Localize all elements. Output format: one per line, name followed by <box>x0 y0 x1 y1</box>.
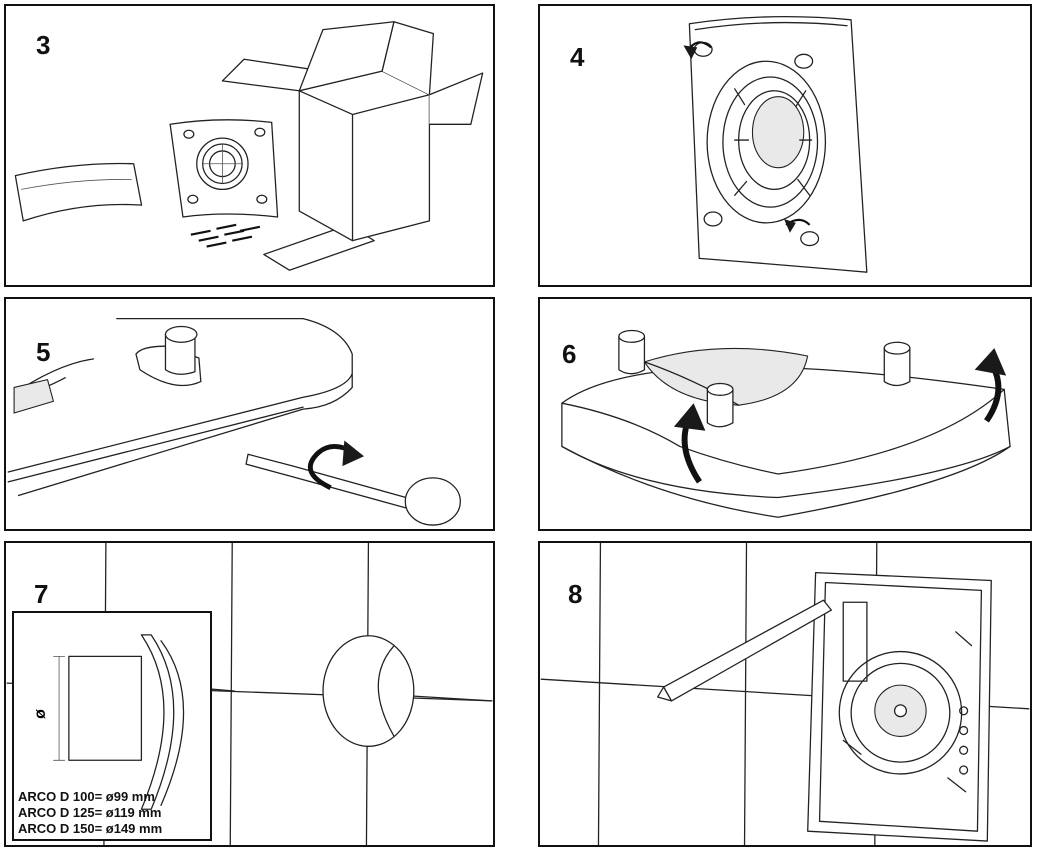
rotate-arrow-icon <box>307 440 365 490</box>
step-number: 6 <box>562 339 577 369</box>
step-7-panel: 7 ø ARCO D 100= ø99 mm ARCO D 125= ø119 … <box>4 541 495 847</box>
screwdriver-illustration <box>7 318 461 526</box>
step-3-panel: 3 <box>4 4 495 287</box>
step-4-panel: 4 <box>538 4 1032 287</box>
step-6-panel: 6 <box>538 297 1032 531</box>
fan-side-profile <box>53 634 185 810</box>
fan-base-unit <box>807 571 992 842</box>
step-number: 8 <box>568 579 583 609</box>
lift-cover-illustration <box>561 329 1011 518</box>
mark-holes-illustration <box>540 543 1030 845</box>
spec-arco-d150: ARCO D 150= ø149 mm <box>18 821 163 836</box>
spec-arco-d125: ARCO D 125= ø119 mm <box>18 805 162 820</box>
unboxing-illustration <box>14 21 484 271</box>
wall-tiles <box>540 543 1030 845</box>
lift-arrow-icon <box>673 348 1007 484</box>
pencil <box>657 599 833 702</box>
screw-posts <box>618 329 911 428</box>
wall-hole <box>322 635 415 747</box>
spec-arco-d100: ARCO D 100= ø99 mm <box>18 789 155 804</box>
step-number: 4 <box>570 42 585 72</box>
screw-posts <box>693 41 820 247</box>
step-5-panel: 5 <box>4 297 495 531</box>
step-number: 3 <box>36 30 51 60</box>
dimension-inset: ø ARCO D 100= ø99 mm ARCO D 125= ø119 mm… <box>12 611 212 841</box>
diameter-spec-list: ARCO D 100= ø99 mm ARCO D 125= ø119 mm A… <box>18 789 162 837</box>
step-number: 7 <box>34 579 49 609</box>
step-8-panel: 8 <box>538 541 1032 847</box>
diameter-symbol: ø <box>31 709 49 719</box>
screws <box>190 223 261 248</box>
step-number: 5 <box>36 337 51 367</box>
cover-screws-illustration <box>683 16 868 273</box>
rotate-arrow-icon <box>683 41 811 233</box>
